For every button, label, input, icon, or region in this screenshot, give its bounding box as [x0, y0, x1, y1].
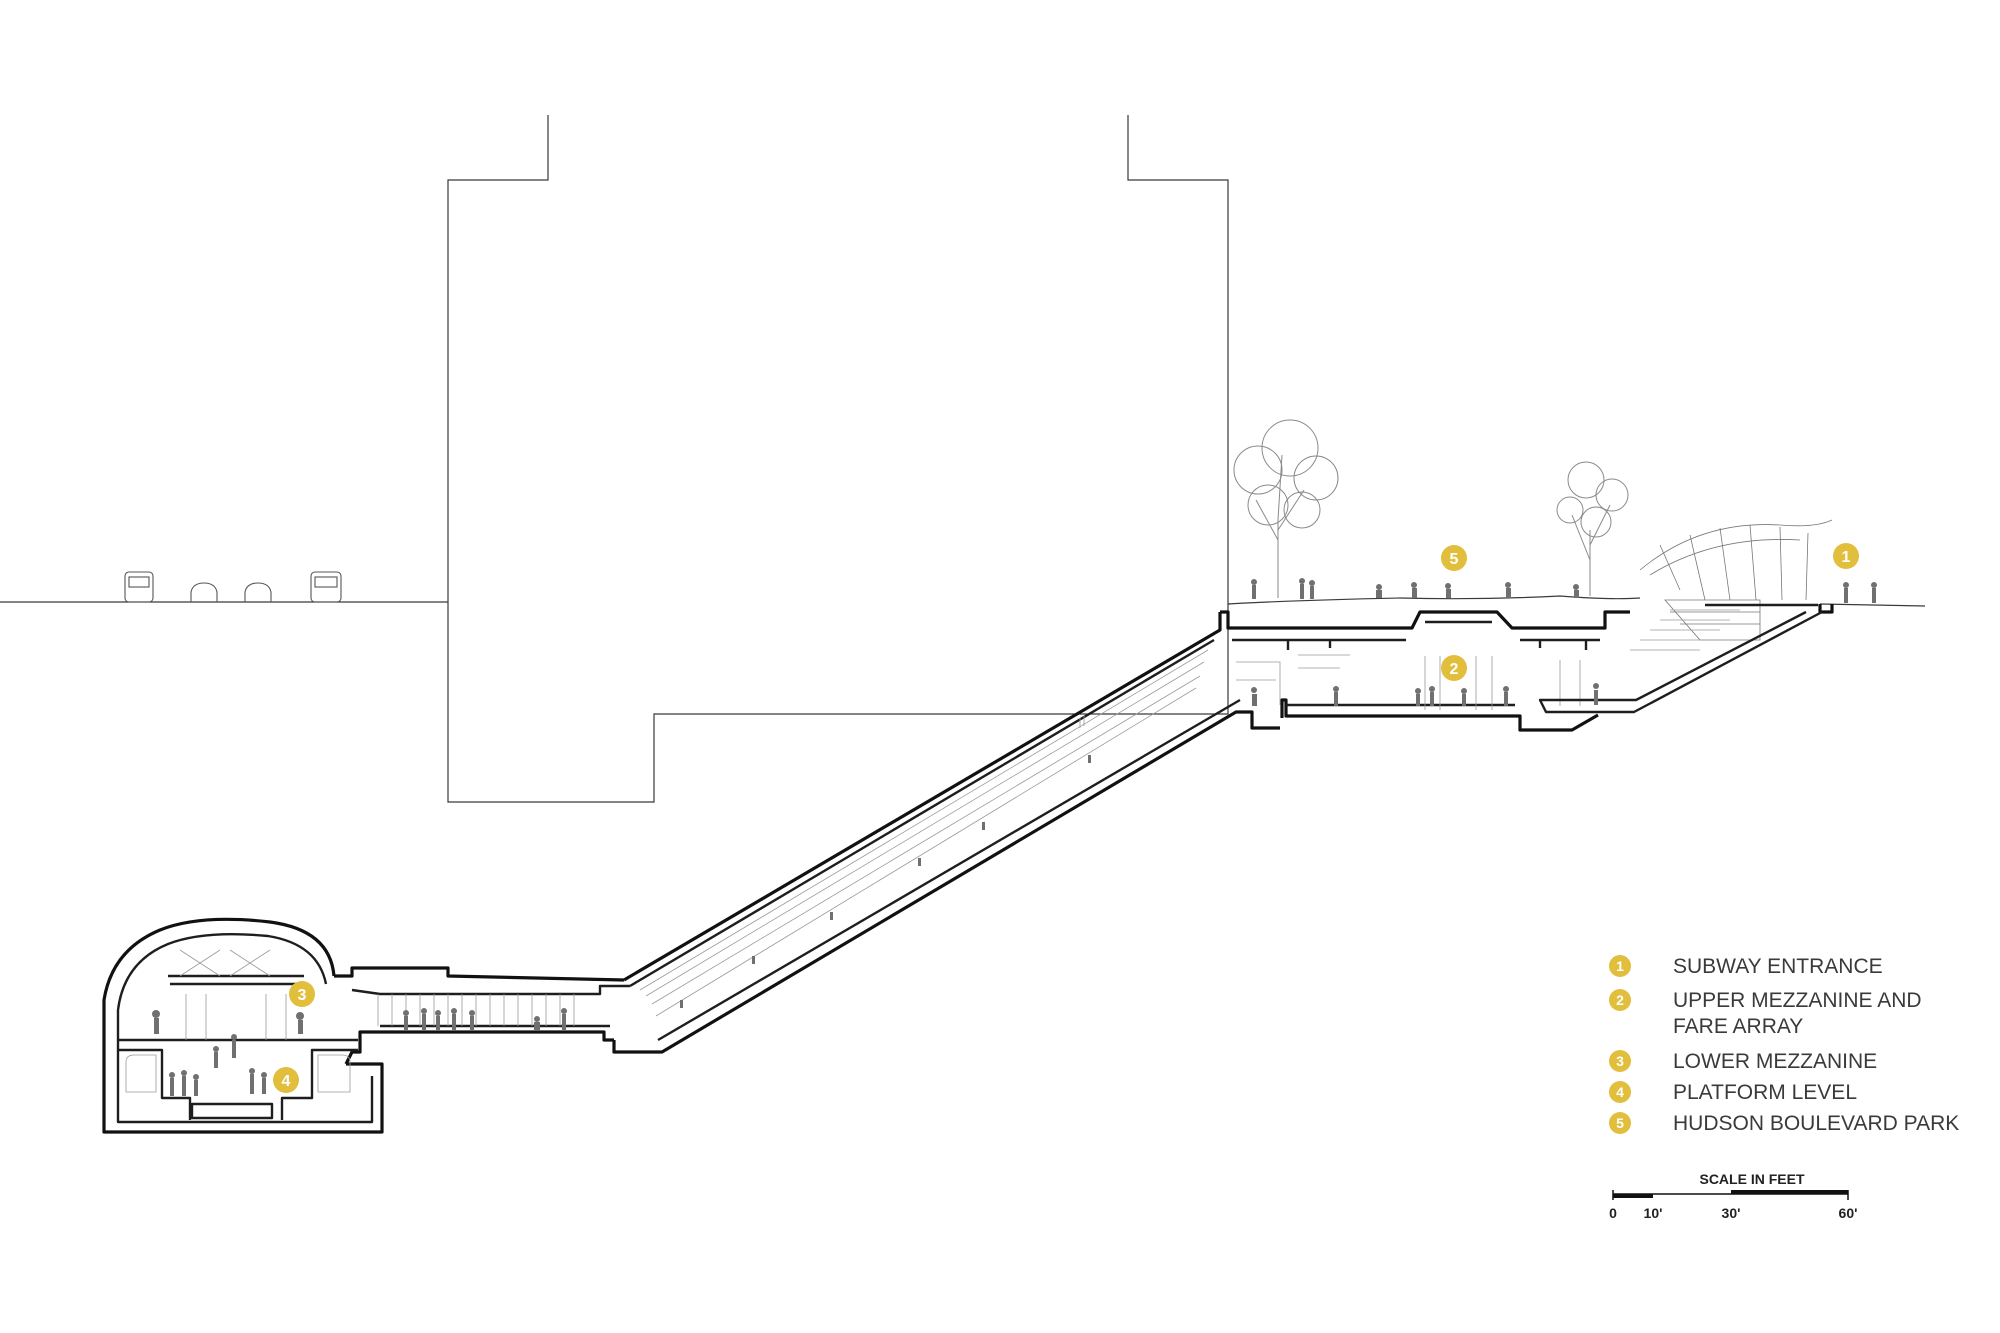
- marker-3-dot: [289, 981, 315, 1007]
- legend-item-4: 4 PLATFORM LEVEL: [1609, 1081, 1857, 1104]
- park-trees: [1233, 419, 1629, 598]
- legend-dot-4: [1609, 1081, 1631, 1103]
- scale-segment-1: [1613, 1194, 1653, 1198]
- legend-dot-3: [1609, 1050, 1631, 1072]
- park-surface: [1227, 595, 1641, 605]
- people-escalator: [680, 755, 1091, 1008]
- marker-1-num: 1: [1842, 549, 1851, 566]
- legend-label-1: SUBWAY ENTRANCE: [1673, 955, 1883, 978]
- scale-tick-10: 10': [1644, 1205, 1663, 1221]
- station-vault: [102, 917, 384, 1134]
- markers: 1 2 3 4 5: [273, 543, 1859, 1093]
- legend-dot-2: [1609, 989, 1631, 1011]
- marker-2-dot: [1441, 655, 1467, 681]
- street-vehicles: [124, 571, 342, 603]
- scale-tick-60: 60': [1839, 1205, 1858, 1221]
- marker-2: 2: [1441, 655, 1467, 681]
- scale-tick-30: 30': [1722, 1205, 1741, 1221]
- legend-item-2: 2 UPPER MEZZANINE AND FARE ARRAY: [1609, 989, 1922, 1038]
- legend-label-2a: UPPER MEZZANINE AND: [1673, 989, 1922, 1012]
- legend-label-3: LOWER MEZZANINE: [1673, 1050, 1877, 1073]
- people-upper-mezzanine: [1251, 683, 1599, 706]
- legend-item-1: 1 SUBWAY ENTRANCE: [1609, 955, 1883, 978]
- legend-item-5: 5 HUDSON BOULEVARD PARK: [1609, 1112, 1959, 1135]
- ground-line: [0, 601, 1926, 607]
- marker-4: 4: [273, 1067, 299, 1093]
- legend: 1 SUBWAY ENTRANCE 2 UPPER MEZZANINE AND …: [1609, 955, 1959, 1135]
- legend-num-4: 4: [1616, 1084, 1624, 1100]
- marker-4-num: 4: [282, 1073, 291, 1090]
- lower-corridor: [334, 966, 630, 1065]
- marker-2-num: 2: [1450, 661, 1459, 678]
- marker-5: 5: [1441, 545, 1467, 571]
- upper-mezzanine-structure: [1220, 610, 1630, 732]
- tower-outline: [447, 115, 1229, 803]
- people-station: [152, 1010, 304, 1096]
- legend-dot-1: [1609, 955, 1631, 977]
- legend-label-5: HUDSON BOULEVARD PARK: [1673, 1112, 1959, 1135]
- legend-label-2b: FARE ARRAY: [1673, 1015, 1803, 1038]
- people-lower-corridor: [403, 1008, 567, 1030]
- entrance-canopy: [1639, 519, 1833, 641]
- marker-5-dot: [1441, 545, 1467, 571]
- scale-bar: SCALE IN FEET 0 10' 30' 60': [1609, 1171, 1857, 1221]
- legend-num-2: 2: [1616, 992, 1624, 1008]
- legend-num-1: 1: [1616, 958, 1624, 974]
- marker-3: 3: [289, 981, 315, 1007]
- marker-4-dot: [273, 1067, 299, 1093]
- escalator-shaft: [612, 612, 1280, 1054]
- legend-dot-5: [1609, 1112, 1631, 1134]
- legend-num-5: 5: [1616, 1115, 1624, 1131]
- scale-segment-2: [1731, 1190, 1848, 1194]
- marker-1-dot: [1833, 543, 1859, 569]
- entrance-stair: [1538, 603, 1834, 714]
- scale-title: SCALE IN FEET: [1699, 1171, 1804, 1187]
- legend-num-3: 3: [1616, 1053, 1624, 1069]
- marker-5-num: 5: [1450, 551, 1459, 568]
- scale-tick-0: 0: [1609, 1205, 1617, 1221]
- legend-label-4: PLATFORM LEVEL: [1673, 1081, 1857, 1104]
- marker-1: 1: [1833, 543, 1859, 569]
- people-park: [1251, 578, 1877, 603]
- people: [152, 578, 1877, 1096]
- legend-item-3: 3 LOWER MEZZANINE: [1609, 1050, 1877, 1073]
- marker-3-num: 3: [298, 987, 307, 1004]
